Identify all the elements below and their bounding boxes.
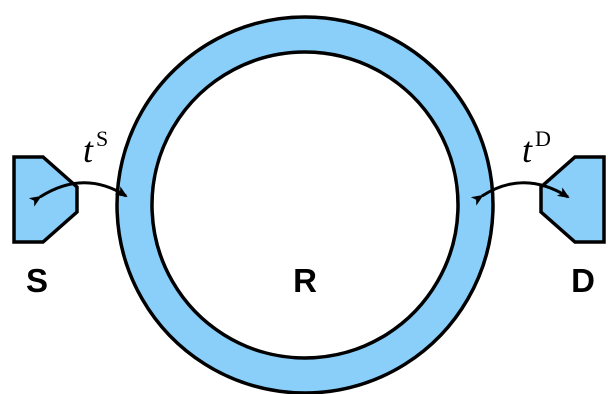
drain-label: D — [571, 262, 595, 299]
drain-coupling-label-base: t — [522, 130, 533, 170]
source-lead — [12, 155, 79, 244]
drain-coupling-label-sup: D — [535, 126, 551, 151]
drain-coupling-arrow — [470, 181, 570, 206]
source-coupling-label-base: t — [83, 130, 94, 170]
ring-resonator — [115, 15, 495, 394]
source-label: S — [26, 262, 48, 299]
drain-lead — [539, 155, 606, 244]
source-coupling-label-sup: S — [96, 126, 108, 151]
source-coupling-arrow — [28, 181, 128, 207]
ring-label: R — [293, 262, 317, 299]
